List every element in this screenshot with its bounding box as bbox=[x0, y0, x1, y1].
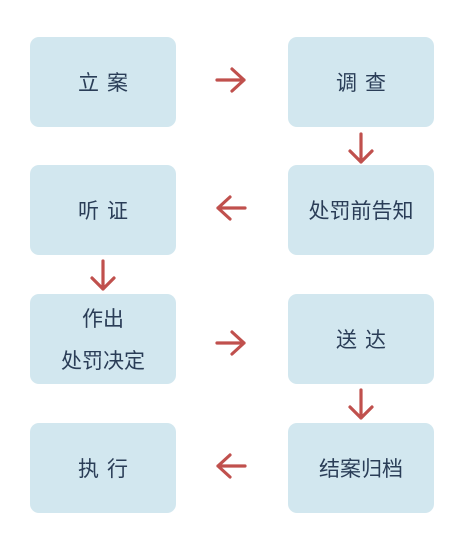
step-decision: 作出 处罚决定 bbox=[30, 294, 176, 384]
step-hearing: 听证 bbox=[30, 165, 176, 255]
arrow-down-icon bbox=[343, 387, 379, 423]
step-closing: 结案归档 bbox=[288, 423, 434, 513]
arrow-down-icon bbox=[85, 258, 121, 294]
step-filing-label: 立案 bbox=[78, 71, 136, 95]
step-pre-penalty-notice: 处罚前告知 bbox=[288, 165, 434, 255]
arrow-left-icon bbox=[213, 190, 249, 226]
arrow-right-icon bbox=[213, 325, 249, 361]
step-investigation: 调查 bbox=[288, 37, 434, 127]
arrow-left-icon bbox=[213, 448, 249, 484]
step-investigation-label: 调查 bbox=[336, 71, 394, 95]
step-closing-label: 结案归档 bbox=[319, 457, 403, 481]
step-execution-label: 执行 bbox=[78, 457, 136, 481]
step-decision-label-line2: 处罚决定 bbox=[61, 349, 145, 373]
step-execution: 执行 bbox=[30, 423, 176, 513]
step-pre-penalty-notice-label: 处罚前告知 bbox=[308, 199, 414, 223]
step-decision-label-line1: 作出 bbox=[82, 307, 124, 331]
step-delivery: 送达 bbox=[288, 294, 434, 384]
step-delivery-label: 送达 bbox=[336, 328, 394, 352]
arrow-down-icon bbox=[343, 131, 379, 167]
step-filing: 立案 bbox=[30, 37, 176, 127]
step-hearing-label: 听证 bbox=[78, 199, 136, 223]
arrow-right-icon bbox=[213, 62, 249, 98]
